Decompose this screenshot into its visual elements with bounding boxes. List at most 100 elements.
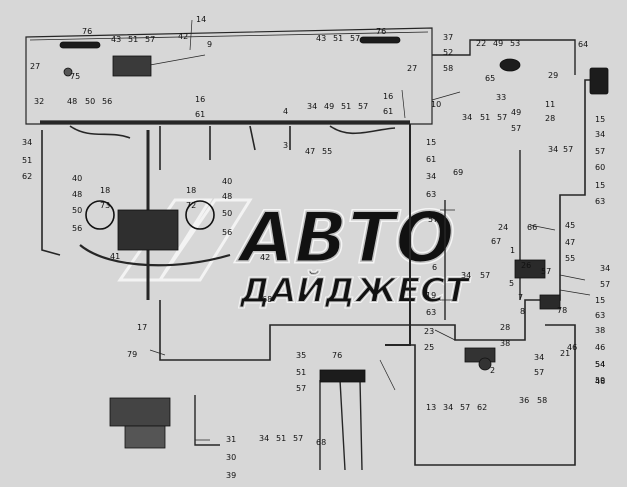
- callout: 64: [578, 40, 588, 49]
- callout: 41: [110, 252, 120, 261]
- callout: 51: [341, 102, 351, 111]
- callout: 63: [595, 197, 605, 206]
- callout: 34: [443, 403, 453, 412]
- callout: 18: [186, 186, 196, 195]
- callout: 58: [537, 396, 547, 405]
- callout: 57: [358, 102, 368, 111]
- callout: 32: [34, 97, 44, 106]
- callout: 59: [595, 376, 605, 385]
- horn: [499, 58, 521, 72]
- roof-light-right: [359, 36, 401, 44]
- radio-unit: [112, 55, 152, 77]
- leader-lines: [149, 19, 591, 441]
- callout: 51: [128, 35, 138, 44]
- callout: 15: [595, 181, 605, 190]
- callout: 48: [222, 192, 232, 201]
- callout: 57: [534, 368, 544, 377]
- callout: 78: [557, 306, 567, 315]
- callout: 35: [296, 351, 306, 360]
- callout: 57: [541, 267, 551, 276]
- roof-panel: [25, 27, 433, 125]
- callout: 2: [490, 366, 495, 375]
- callout: 34: [595, 130, 605, 139]
- callout: 47: [565, 238, 575, 247]
- seat-controller: [319, 369, 366, 383]
- callout: 49: [511, 108, 521, 117]
- floor-harness-left: [159, 300, 400, 361]
- callout: 42: [178, 32, 188, 41]
- callout: 34: [426, 172, 436, 181]
- callout: 28: [545, 114, 555, 123]
- callout: 45: [565, 221, 575, 230]
- callout: 57: [511, 124, 521, 133]
- callout: 50: [72, 206, 82, 215]
- dashboard-cluster: [117, 209, 179, 251]
- callout: 18: [100, 186, 110, 195]
- callout: 34: [259, 434, 269, 443]
- callout: 15: [595, 115, 605, 124]
- callout: 38: [595, 326, 605, 335]
- callout: 54: [595, 360, 605, 369]
- connector-block: [539, 294, 561, 310]
- callout: 51: [333, 34, 343, 43]
- callout: 56: [102, 97, 112, 106]
- callout: 57: [350, 34, 360, 43]
- callout: 1: [510, 246, 515, 255]
- callout: 56: [72, 224, 82, 233]
- speaker-left: [63, 67, 73, 77]
- callout: 51: [296, 368, 306, 377]
- callout: 24: [498, 223, 508, 232]
- callout: 36: [519, 396, 529, 405]
- callout: 73: [100, 201, 110, 210]
- callouts: 76 43 51 57 14 42 9 43 51 57 76 37 22 49…: [22, 15, 610, 480]
- lower-harness: [400, 324, 576, 466]
- callout: 60: [595, 163, 605, 172]
- callout: 53: [510, 39, 520, 48]
- left-pillar-harness: [41, 130, 61, 256]
- callout: 34: [462, 113, 472, 122]
- callout: 76: [332, 351, 342, 360]
- callout: 49: [324, 102, 334, 111]
- callout: 42: [260, 253, 270, 262]
- callout: 31: [226, 435, 236, 444]
- callout: 33: [496, 93, 506, 102]
- callout: 69: [453, 168, 463, 177]
- callout: 34: [548, 145, 558, 154]
- callout: 11: [545, 100, 555, 109]
- callout: 17: [137, 323, 147, 332]
- callout: 57: [480, 271, 490, 280]
- callout: 68: [316, 438, 326, 447]
- roof-panel-edge: [29, 31, 429, 41]
- relay-box: [589, 67, 609, 95]
- callout: 51: [480, 113, 490, 122]
- callout: 63: [426, 308, 436, 317]
- callout: 30: [226, 453, 236, 462]
- wiper-motor: [514, 259, 546, 279]
- callout: 57: [563, 145, 573, 154]
- callout: 65: [485, 74, 495, 83]
- callout: 56: [222, 228, 232, 237]
- callout: 51: [276, 434, 286, 443]
- callout: 28: [500, 323, 510, 332]
- callout: 10: [431, 100, 441, 109]
- callout: 4: [283, 107, 288, 116]
- callout: 15: [426, 138, 436, 147]
- callout: 22: [476, 39, 486, 48]
- callout: 54: [595, 360, 605, 369]
- callout: 13: [426, 403, 436, 412]
- lower-left-harness: [194, 395, 220, 446]
- roof-harness-branches: [69, 125, 396, 170]
- callout: 27: [30, 62, 40, 71]
- callout: 5: [509, 279, 514, 288]
- callout: 57: [296, 384, 306, 393]
- gauge-right: [185, 200, 215, 230]
- dash-harness: [79, 244, 231, 267]
- callout: 76: [82, 27, 92, 36]
- callout: 16: [195, 95, 205, 104]
- callout: 3: [283, 141, 288, 150]
- callout: 34: [600, 264, 610, 273]
- callout: 61: [383, 107, 393, 116]
- callout: 40: [222, 177, 232, 186]
- lower-console-base: [124, 425, 166, 449]
- callout: 16: [383, 92, 393, 101]
